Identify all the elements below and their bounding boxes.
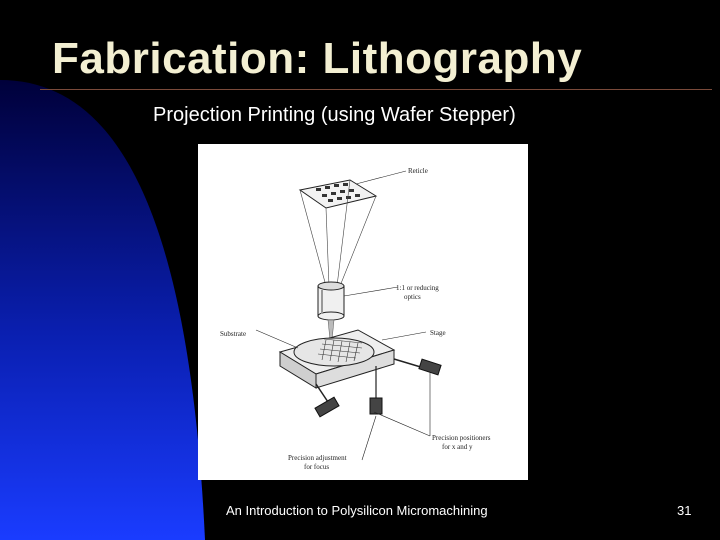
label-reticle: Reticle: [408, 167, 428, 175]
blue-arc-shape: [0, 80, 205, 540]
label-positioners-line1: Precision positioners: [432, 434, 491, 442]
slide-footer: An Introduction to Polysilicon Micromach…: [226, 503, 488, 518]
light-cone: [299, 179, 377, 287]
title-divider: [40, 89, 712, 90]
label-focus-line2: for focus: [304, 463, 329, 471]
label-focus-line1: Precision adjustment: [288, 454, 347, 462]
stage: [278, 329, 396, 389]
wafer-stepper-diagram: Reticle 1:1 or reducing optics Stage Sub…: [220, 167, 491, 471]
label-optics-line1: 1:1 or reducing: [396, 284, 439, 292]
label-substrate: Substrate: [220, 330, 246, 338]
precision-positioners: [314, 358, 442, 418]
label-stage: Stage: [430, 329, 446, 337]
wafer-stepper-figure: Reticle 1:1 or reducing optics Stage Sub…: [198, 144, 528, 480]
page-number: 31: [677, 503, 692, 518]
leader-lines: [255, 170, 431, 461]
slide-title: Fabrication: Lithography: [52, 34, 583, 83]
label-optics-line2: optics: [404, 293, 421, 301]
slide-subtitle: Projection Printing (using Wafer Stepper…: [153, 104, 516, 126]
reticle: [298, 179, 378, 209]
label-positioners-line2: for x and y: [442, 443, 473, 451]
optics-lens: [317, 281, 345, 341]
